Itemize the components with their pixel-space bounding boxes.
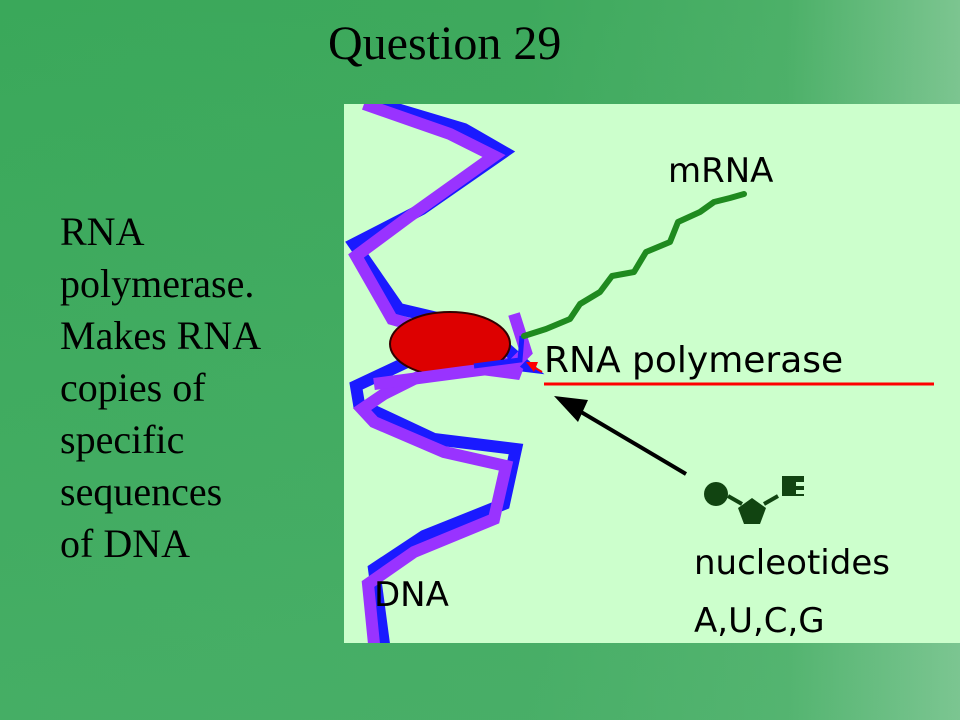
nucleotide-sugar <box>738 498 766 524</box>
body-line: polymerase. <box>60 261 255 306</box>
transcription-diagram: mRNA RNA polymerase nucleotides A,U,C,G … <box>344 104 960 643</box>
diagram-canvas: mRNA RNA polymerase nucleotides A,U,C,G … <box>345 104 934 643</box>
body-line: Makes RNA <box>60 313 262 358</box>
nucleotide-base-notch <box>796 490 808 494</box>
dna-strand-blue-front <box>473 335 525 369</box>
polymerase-pointer-head <box>526 362 538 372</box>
nucleotide-phosphate <box>704 482 728 506</box>
nucleotide-bases-label: A,U,C,G <box>694 601 825 641</box>
rna-polymerase-label: RNA polymerase <box>544 340 843 381</box>
body-line: of DNA <box>60 521 190 566</box>
body-line: specific <box>60 417 185 462</box>
nucleotide-arrow-line <box>574 407 688 476</box>
slide-title: Question 29 <box>328 17 562 70</box>
body-line: RNA <box>60 209 145 254</box>
body-line: sequences <box>60 469 223 514</box>
nucleotide-arrow-head <box>554 396 588 422</box>
body-line: copies of <box>60 365 206 410</box>
dna-label: DNA <box>374 575 449 615</box>
nucleotide-bond <box>727 494 743 506</box>
nucleotide-bond <box>763 494 779 506</box>
mrna-label: mRNA <box>668 151 773 191</box>
slide-body-text: RNA polymerase. Makes RNA copies of spec… <box>60 206 335 570</box>
mrna-strand <box>521 191 747 339</box>
nucleotide-base-notch <box>796 482 808 486</box>
nucleotides-label: nucleotides <box>694 543 890 583</box>
